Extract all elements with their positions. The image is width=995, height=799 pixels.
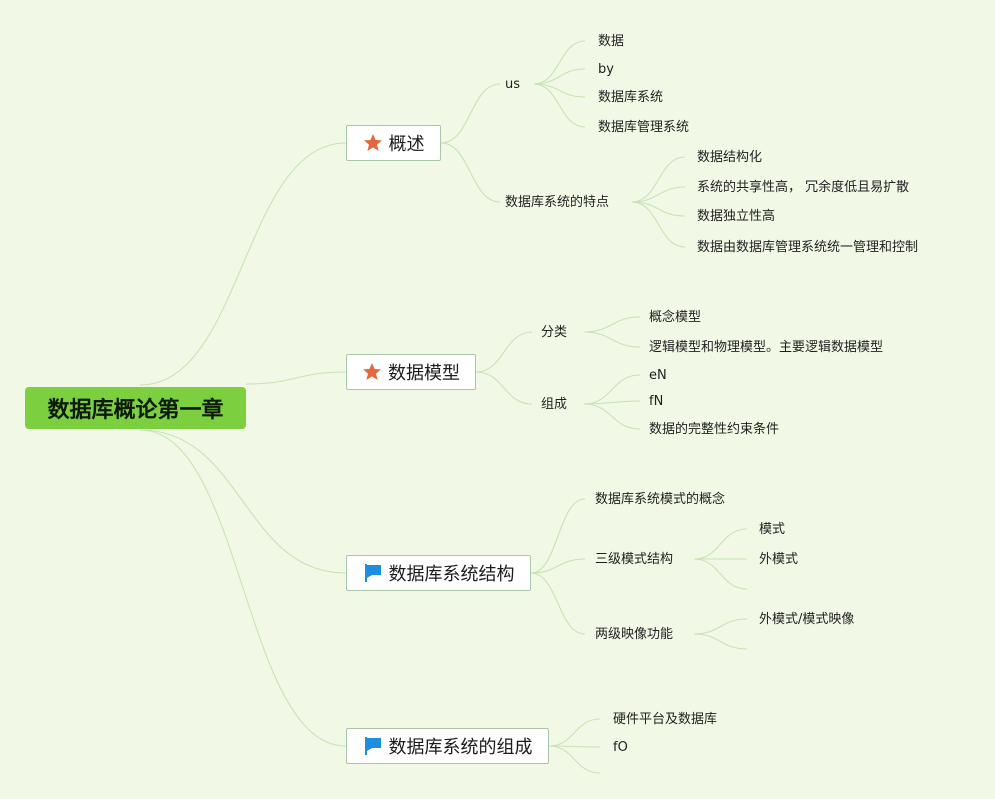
connector-line xyxy=(139,142,347,386)
connector-line xyxy=(548,745,601,774)
leaf-item[interactable]: 数据库系统 xyxy=(598,90,664,105)
leaf-item[interactable]: 模式 xyxy=(759,522,786,537)
leaf-item[interactable]: eN xyxy=(649,368,667,383)
subtopic-fo[interactable]: fO xyxy=(613,740,628,755)
connector-line xyxy=(693,618,748,635)
subtopic-two-level-mapping[interactable]: 两级映像功能 xyxy=(595,627,674,642)
leaf-item[interactable]: 概念模型 xyxy=(649,310,702,325)
star-icon xyxy=(363,134,382,151)
connector-line xyxy=(583,331,641,348)
leaf-item[interactable]: fN xyxy=(649,394,664,409)
topic-label: 概述 xyxy=(388,134,425,155)
connector-line xyxy=(440,142,501,203)
connector-line xyxy=(548,718,601,747)
connector-line xyxy=(583,374,641,405)
subtopic-hardware[interactable]: 硬件平台及数据库 xyxy=(613,712,718,727)
connector-line xyxy=(475,331,533,373)
leaf-item[interactable]: 数据库管理系统 xyxy=(598,120,690,135)
root-topic[interactable]: 数据库概论第一章 xyxy=(25,387,246,429)
connector-line xyxy=(631,186,686,203)
connector-line xyxy=(693,528,748,560)
connector-line xyxy=(693,558,748,590)
subtopic-features[interactable]: 数据库系统的特点 xyxy=(505,195,610,210)
star-icon xyxy=(363,363,381,380)
connector-line xyxy=(530,572,586,635)
leaf-item[interactable]: 数据的完整性约束条件 xyxy=(649,422,780,437)
connector-line xyxy=(583,403,641,430)
connector-line xyxy=(533,83,586,128)
topic-label: 数据库系统结构 xyxy=(388,564,515,585)
topic-data-model[interactable]: 数据模型 xyxy=(346,354,476,390)
subtopic-three-level-schema[interactable]: 三级模式结构 xyxy=(595,552,674,567)
leaf-item[interactable]: 数据由数据库管理系统统一管理和控制 xyxy=(697,240,919,255)
topic-system-structure[interactable]: 数据库系统结构 xyxy=(346,555,531,591)
subtopic-classification[interactable]: 分类 xyxy=(541,325,568,340)
topic-label: 数据库系统的组成 xyxy=(388,737,533,758)
connector-line xyxy=(631,156,686,203)
connector-line xyxy=(475,371,533,405)
connector-line xyxy=(530,558,586,574)
leaf-item[interactable]: 逻辑模型和物理模型。主要逻辑数据模型 xyxy=(649,340,884,355)
subtopic-us[interactable]: us xyxy=(505,77,521,92)
connector-line xyxy=(139,429,347,574)
topic-system-components[interactable]: 数据库系统的组成 xyxy=(346,728,549,764)
connector-line xyxy=(245,371,347,385)
connector-line xyxy=(693,633,748,650)
leaf-item[interactable]: 外模式/模式映像 xyxy=(759,612,855,627)
connector-line xyxy=(530,498,586,574)
leaf-item[interactable]: by xyxy=(598,62,614,77)
connector-line xyxy=(583,316,641,333)
connector-line xyxy=(440,83,501,144)
topic-label: 数据模型 xyxy=(388,363,460,384)
leaf-item[interactable]: 系统的共享性高， 冗余度低且易扩散 xyxy=(697,180,910,195)
connector-line xyxy=(631,201,686,217)
leaf-item[interactable]: 数据结构化 xyxy=(697,150,763,165)
leaf-item[interactable]: 数据 xyxy=(598,34,625,49)
flag-icon xyxy=(364,564,381,582)
connector-line xyxy=(139,429,347,747)
subtopic-schema-concept[interactable]: 数据库系统模式的概念 xyxy=(595,492,726,507)
subtopic-composition[interactable]: 组成 xyxy=(541,397,568,412)
leaf-item[interactable]: 外模式 xyxy=(759,552,799,567)
leaf-item[interactable]: 数据独立性高 xyxy=(697,209,776,224)
connector-line xyxy=(533,40,586,85)
flag-icon xyxy=(364,737,381,755)
connector-line xyxy=(631,201,686,248)
connector-line xyxy=(533,68,586,85)
topic-overview[interactable]: 概述 xyxy=(346,125,441,161)
